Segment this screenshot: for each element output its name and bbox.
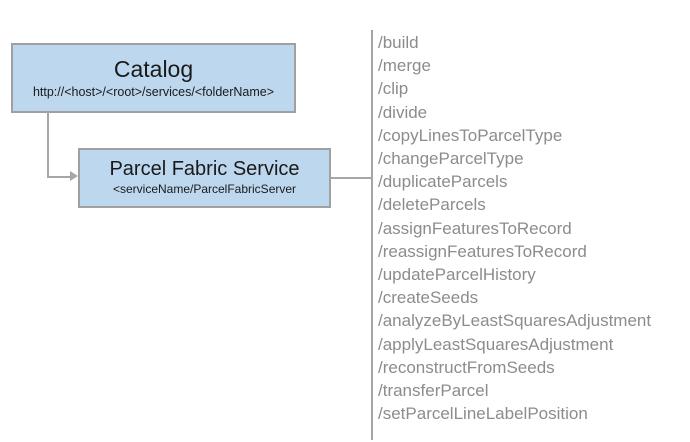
operation-list-item: /build <box>378 33 419 52</box>
operations-list: /build/merge/clip/divide/copyLinesToParc… <box>378 31 683 425</box>
operation-list-item: /transferParcel <box>378 381 489 401</box>
catalog-node-title: Catalog <box>113 55 194 82</box>
parcel-fabric-service-node: Parcel Fabric Service <serviceName/Parce… <box>78 148 331 208</box>
operation-list-item: /assignFeaturesToRecord <box>378 218 572 238</box>
catalog-node-subtitle: http://<host>/<root>/services/<folderNam… <box>32 84 275 99</box>
operation-list-item: /analyzeByLeastSquaresAdjustment <box>378 311 652 331</box>
catalog-node: Catalog http://<host>/<root>/services/<f… <box>11 43 296 113</box>
connector-catalog-drop-line <box>47 112 49 178</box>
operation-list-item: /deleteParcels <box>378 195 486 215</box>
operation-list-item: /clip <box>378 79 409 99</box>
arrow-head-icon <box>70 171 78 181</box>
operation-list-item: /copyLinesToParcelType <box>378 125 563 145</box>
parcel-fabric-service-node-subtitle: <serviceName/ParcelFabricServer <box>112 182 297 197</box>
operation-list-item: /updateParcelHistory <box>378 265 536 285</box>
operation-list-item: /divide <box>378 102 428 122</box>
parcel-fabric-service-node-title: Parcel Fabric Service <box>109 158 300 181</box>
operation-list-item: /createSeeds <box>378 288 479 308</box>
operation-list-item: /applyLeastSquaresAdjustment <box>378 334 614 354</box>
operations-vertical-rule <box>371 30 373 440</box>
operation-list-item: /duplicateParcels <box>378 172 508 192</box>
operation-list-item: /reassignFeaturesToRecord <box>378 241 587 261</box>
operation-list-item: /reconstructFromSeeds <box>378 357 555 377</box>
operation-list-item: /merge <box>378 56 431 76</box>
connector-service-to-operations <box>331 177 373 179</box>
operation-list-item: /changeParcelType <box>378 149 524 169</box>
connector-catalog-horizontal-line <box>47 176 73 178</box>
operation-list-item: /setParcelLineLabelPosition <box>378 404 588 424</box>
